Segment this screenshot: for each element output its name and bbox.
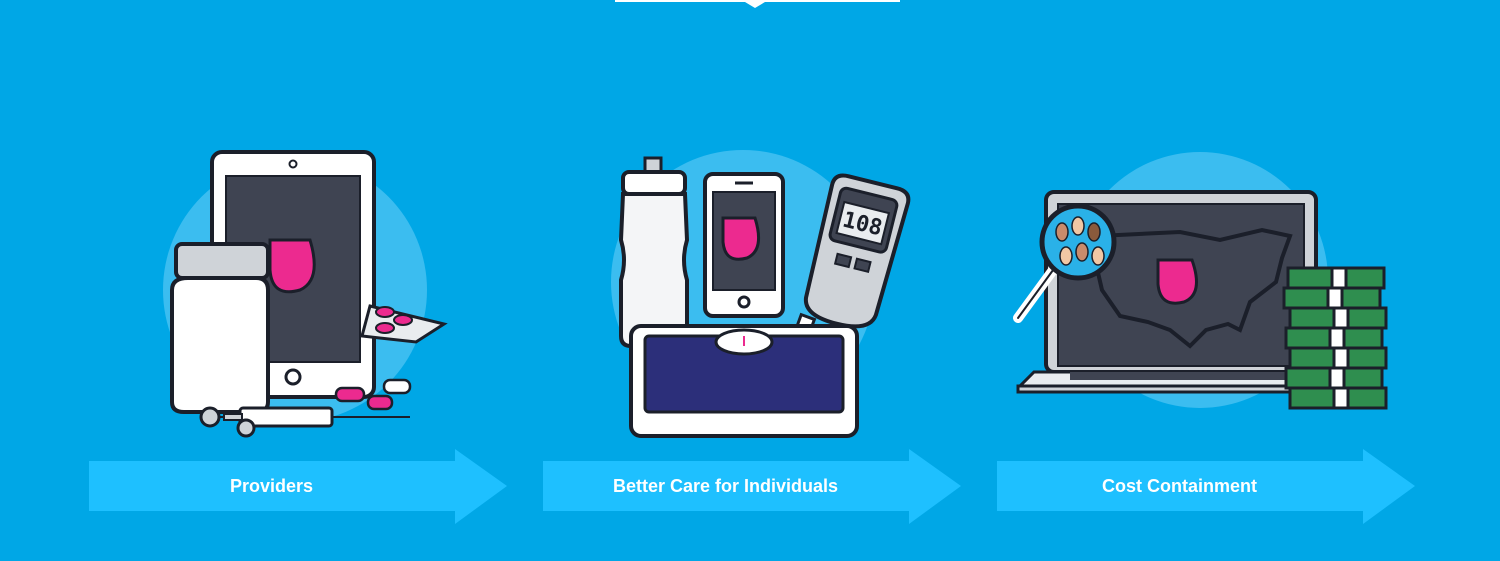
- tablet-pill-bottle-syringe-icon: [163, 150, 448, 438]
- top-notch-shape: [615, 0, 900, 8]
- step-label: Better Care for Individuals: [612, 476, 839, 496]
- step-arrow-better-care: Better Care for Individuals: [543, 449, 963, 524]
- step-label: Cost Containment: [1102, 476, 1257, 496]
- cost-containment-illustration: [1000, 140, 1420, 440]
- arrow-right-icon: [543, 449, 961, 524]
- step-arrow-providers: Providers: [89, 449, 509, 524]
- step-arrow-cost-containment: Cost Containment: [997, 449, 1417, 524]
- providers-illustration: [100, 140, 520, 440]
- better-care-illustration: 108: [555, 140, 975, 440]
- step-label: Providers: [229, 476, 314, 496]
- laptop-map-magnifier-cash-icon: [1013, 152, 1388, 410]
- arrow-right-icon: [89, 449, 507, 524]
- arrow-right-icon: [997, 449, 1415, 524]
- water-bottle-phone-glucose-meter-scale-icon: 108: [611, 150, 911, 438]
